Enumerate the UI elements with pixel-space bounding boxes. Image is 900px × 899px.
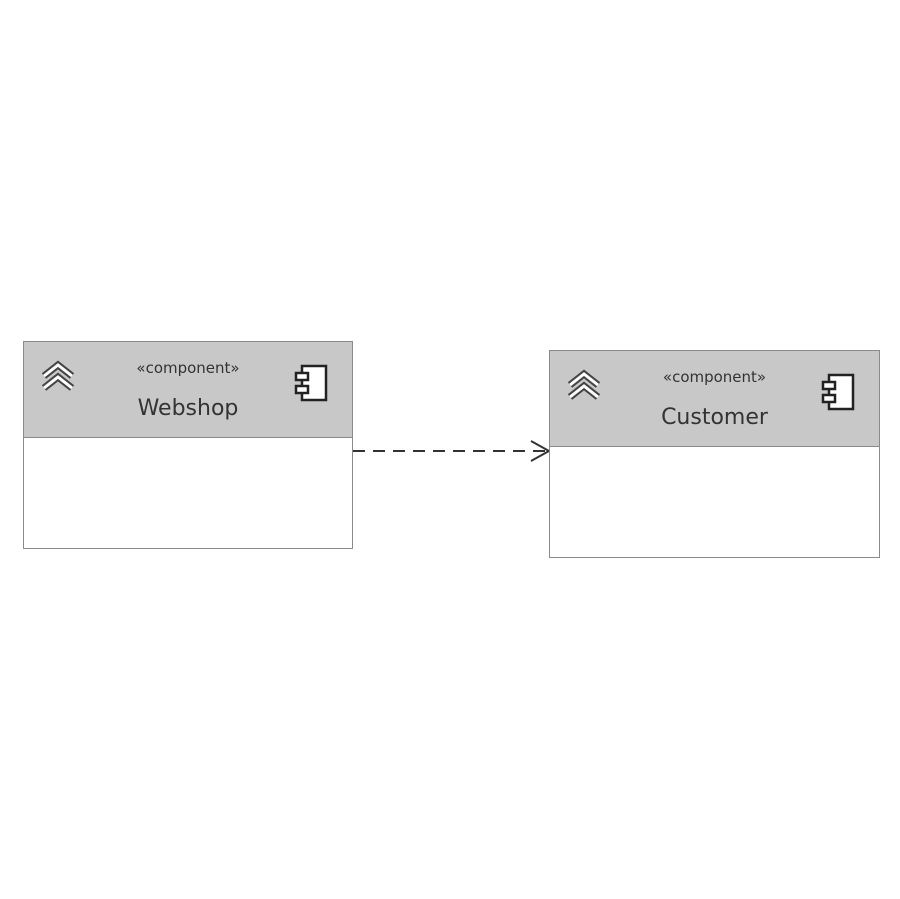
uml-component-icon bbox=[294, 364, 328, 402]
component-name: Webshop bbox=[137, 396, 239, 421]
component-customer[interactable]: «component» Customer bbox=[549, 350, 880, 558]
stereotype-label: «component» bbox=[662, 368, 767, 386]
component-body bbox=[550, 447, 879, 557]
collapse-chevrons-icon[interactable] bbox=[566, 367, 602, 403]
uml-component-icon bbox=[821, 373, 855, 411]
stereotype-label: «component» bbox=[136, 359, 240, 377]
component-header: «component» Customer bbox=[550, 351, 879, 447]
component-webshop[interactable]: «component» Webshop bbox=[23, 341, 353, 549]
component-header: «component» Webshop bbox=[24, 342, 352, 438]
component-name: Customer bbox=[661, 405, 768, 430]
collapse-chevrons-icon[interactable] bbox=[40, 358, 76, 394]
component-body bbox=[24, 438, 352, 548]
